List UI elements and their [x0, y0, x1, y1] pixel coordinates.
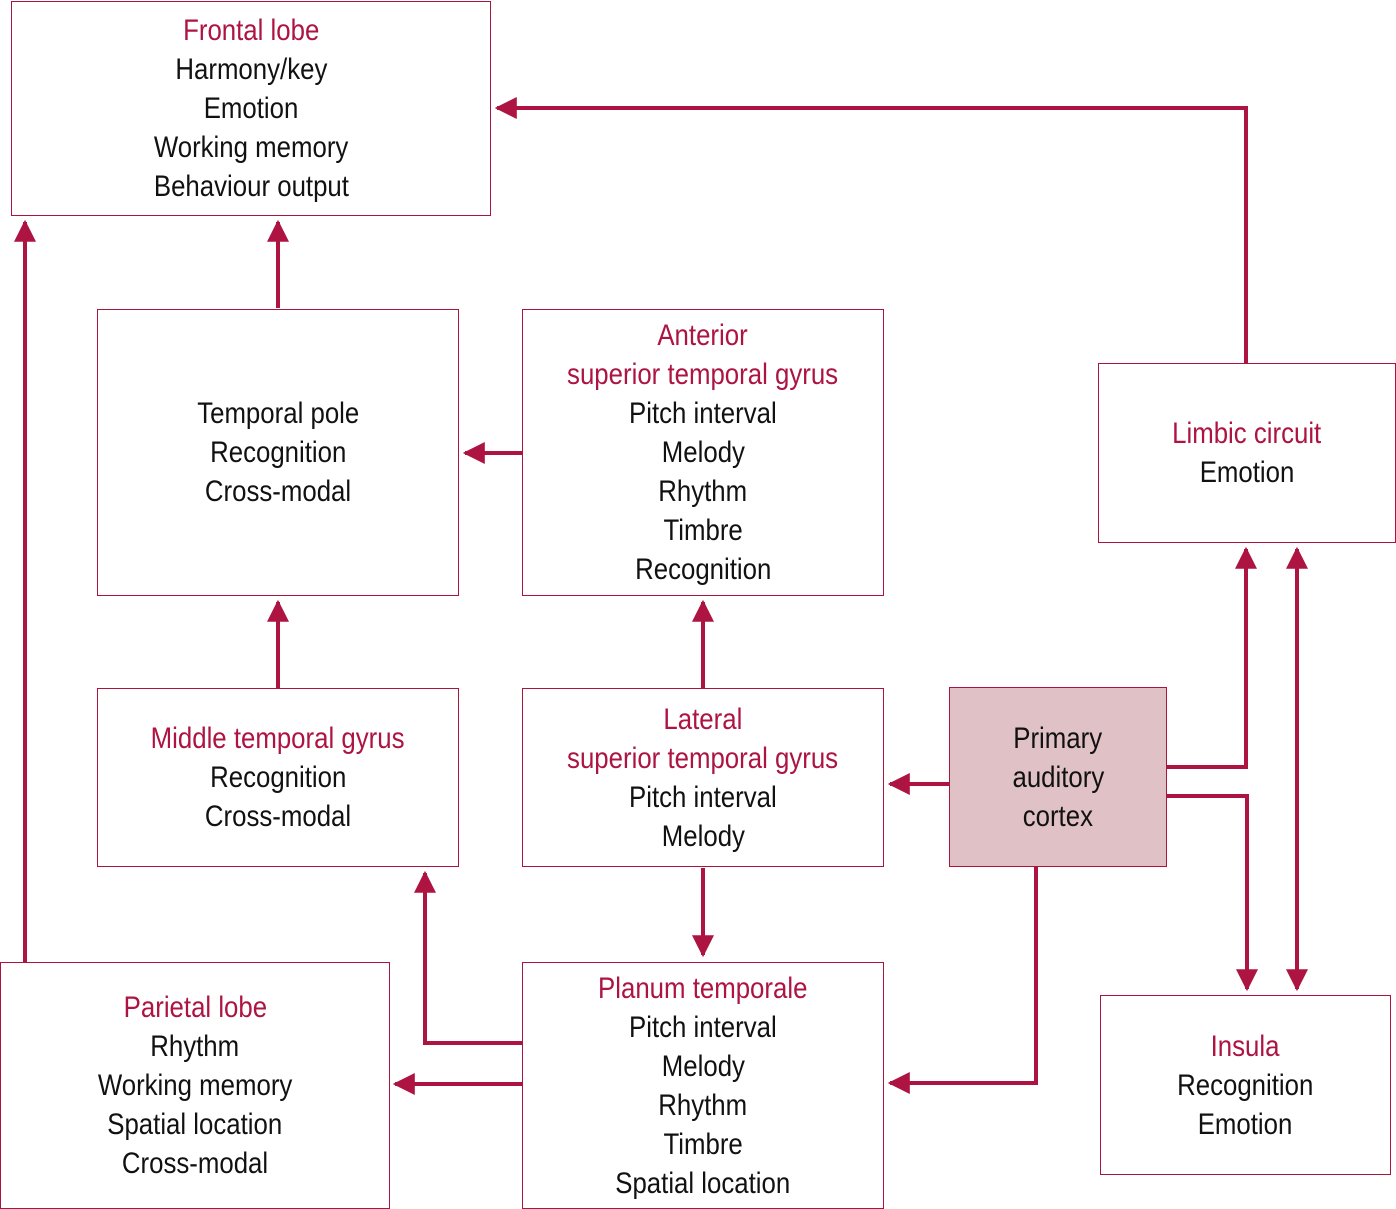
- node-title: superior temporal gyrus: [567, 358, 839, 391]
- node-item: Rhythm: [658, 475, 748, 508]
- node-title: Frontal lobe: [182, 14, 320, 47]
- edge-primary-to-insula: [1167, 794, 1258, 992]
- node-planum-temporale: Planum temporale Pitch interval Melody R…: [522, 962, 884, 1209]
- edge-limbic-to-frontal: [494, 97, 1248, 363]
- node-lateral-superior-temporal-gyrus: Lateral superior temporal gyrus Pitch in…: [522, 688, 884, 867]
- node-item: Recognition: [209, 436, 347, 469]
- node-item: Pitch interval: [629, 1010, 777, 1044]
- node-middle-temporal-gyrus: Middle temporal gyrus Recognition Cross-…: [97, 688, 459, 867]
- node-title: auditory: [1012, 760, 1104, 794]
- node-item: Timbre: [663, 1127, 743, 1161]
- node-title: Limbic circuit: [1172, 417, 1322, 450]
- node-title: Planum temporale: [598, 971, 808, 1005]
- node-item: Cross-modal: [204, 800, 352, 833]
- node-item: Spatial location: [615, 1166, 791, 1200]
- edge-planum-to-middle-tg: [414, 870, 522, 1045]
- node-title: Primary: [1013, 721, 1103, 755]
- node-title: Anterior: [657, 319, 749, 352]
- node-item: Working memory: [153, 131, 349, 164]
- node-item: Working memory: [97, 1069, 293, 1102]
- node-anterior-superior-temporal-gyrus: Anterior superior temporal gyrus Pitch i…: [522, 309, 884, 596]
- node-primary-auditory-cortex: Primary auditory cortex: [949, 687, 1167, 867]
- node-title: Insula: [1211, 1029, 1280, 1063]
- node-item: Pitch interval: [629, 780, 777, 814]
- node-item: Harmony/key: [175, 53, 327, 86]
- node-item: Rhythm: [658, 1088, 748, 1122]
- node-title: cortex: [1022, 799, 1094, 833]
- edge-primary-to-planum: [887, 867, 1038, 1094]
- node-limbic-circuit: Limbic circuit Emotion: [1098, 363, 1396, 543]
- node-item: Emotion: [203, 92, 299, 125]
- node-item: Recognition: [634, 553, 772, 586]
- node-title: Middle temporal gyrus: [151, 722, 405, 755]
- node-item: Cross-modal: [121, 1147, 269, 1180]
- node-insula: Insula Recognition Emotion: [1100, 995, 1391, 1175]
- node-item: Emotion: [1199, 456, 1295, 489]
- node-title: Temporal pole: [196, 397, 360, 430]
- node-title: superior temporal gyrus: [567, 741, 839, 775]
- node-item: Recognition: [1177, 1068, 1314, 1102]
- node-item: Cross-modal: [204, 475, 352, 508]
- node-item: Behaviour output: [153, 170, 349, 203]
- node-temporal-pole: Temporal pole Recognition Cross-modal: [97, 309, 459, 596]
- node-item: Spatial location: [107, 1108, 283, 1141]
- node-item: Timbre: [663, 514, 743, 547]
- node-item: Rhythm: [150, 1030, 240, 1063]
- node-frontal-lobe: Frontal lobe Harmony/key Emotion Working…: [11, 1, 491, 216]
- node-item: Melody: [661, 436, 745, 469]
- node-parietal-lobe: Parietal lobe Rhythm Working memory Spat…: [0, 962, 390, 1209]
- node-item: Pitch interval: [629, 397, 777, 430]
- edge-primary-to-limbic: [1167, 546, 1257, 769]
- node-item: Melody: [661, 819, 745, 853]
- node-item: Melody: [661, 1049, 745, 1083]
- node-title: Parietal lobe: [123, 991, 267, 1024]
- node-title: Lateral: [663, 702, 743, 736]
- node-item: Recognition: [209, 761, 347, 794]
- node-item: Emotion: [1198, 1107, 1293, 1141]
